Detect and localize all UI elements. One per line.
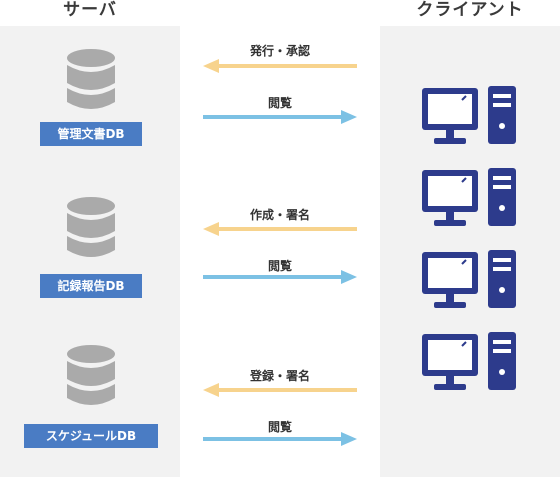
flow-label-to-server: 発行・承認 (249, 44, 310, 58)
flow-label-to-client: 閲覧 (267, 259, 292, 273)
arrow-left-icon (203, 222, 357, 236)
db-label: 記録報告DB (40, 274, 142, 298)
arrow-right-icon (203, 270, 357, 284)
database-icon (67, 197, 115, 257)
client-column-header: クライアント (416, 0, 524, 20)
flow-label-to-server: 作成・署名 (249, 208, 310, 222)
arrow-left-icon (203, 383, 357, 397)
desktop-computer-icon (422, 332, 516, 390)
desktop-computer-icon (422, 168, 516, 226)
flow-label-to-client: 閲覧 (267, 96, 292, 110)
flow-label-to-server: 登録・署名 (249, 369, 310, 383)
arrow-left-icon (203, 59, 357, 73)
database-icon (67, 345, 115, 405)
arrow-right-icon (203, 432, 357, 446)
desktop-computer-icon (422, 86, 516, 144)
arrow-right-icon (203, 110, 357, 124)
db-label: スケジュールDB (24, 424, 158, 448)
flow-label-to-client: 閲覧 (267, 420, 292, 434)
server-column-header: サーバ (63, 0, 117, 20)
database-icon (67, 49, 115, 109)
desktop-computer-icon (422, 250, 516, 308)
db-label: 管理文書DB (40, 122, 142, 146)
